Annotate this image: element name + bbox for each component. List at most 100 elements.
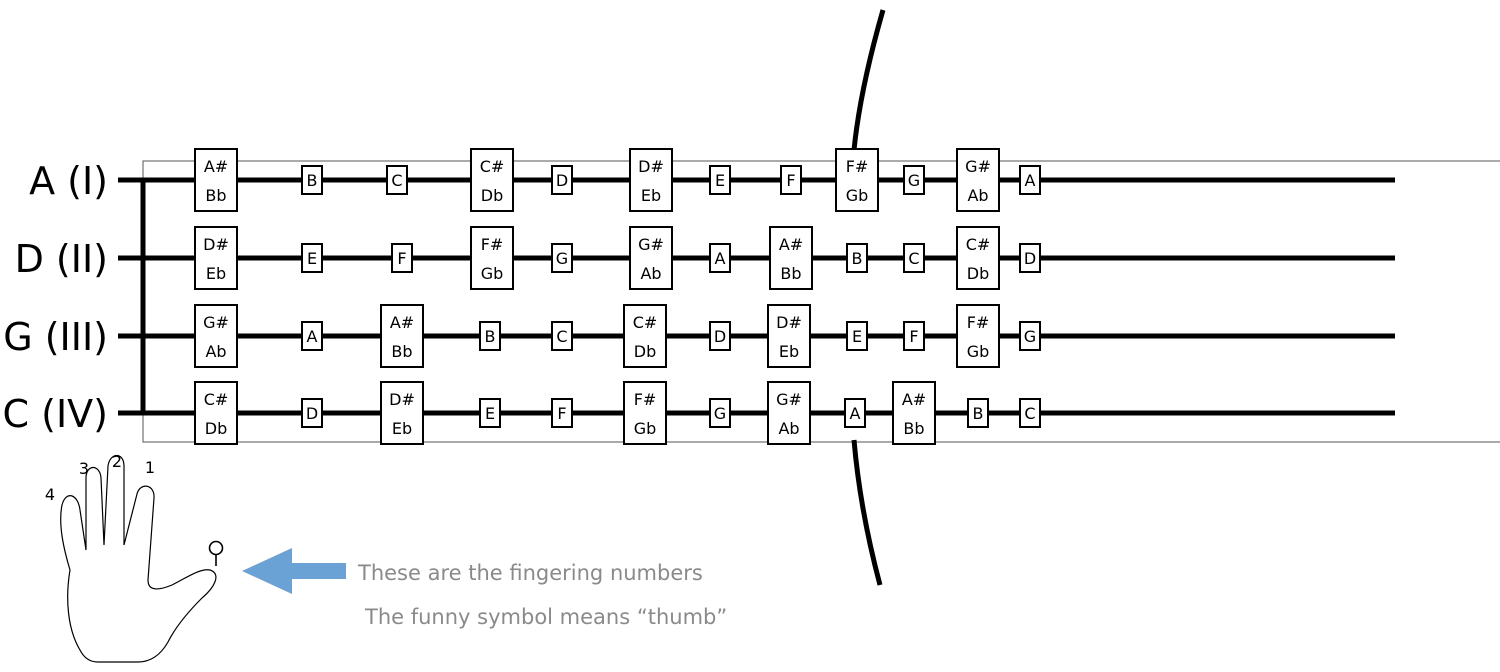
note-name: E — [307, 249, 317, 268]
note-box-f: F — [551, 398, 573, 428]
note-box-c: C — [386, 165, 408, 195]
note-box-c-db: C# Db — [623, 304, 667, 368]
note-name: E — [485, 404, 495, 423]
note-name: F# — [634, 390, 657, 409]
note-name: G# — [638, 235, 664, 254]
arrow-left-icon — [242, 548, 346, 594]
note-box-c-db: C#Db — [956, 226, 1000, 290]
note-box-d: D — [1019, 243, 1041, 273]
position-curve-upper — [851, 9, 886, 151]
note-frame — [479, 321, 501, 351]
hand-outline — [60, 454, 217, 663]
note-frame — [301, 398, 323, 428]
note-name: Eb — [392, 419, 412, 438]
note-name: Ab — [778, 419, 799, 438]
finger-number-1: 1 — [145, 458, 155, 477]
note-box-c: C — [551, 321, 573, 351]
note-name: D# — [638, 157, 664, 176]
note-name: D — [306, 404, 318, 423]
note-frame — [386, 165, 408, 195]
note-name: A# — [390, 313, 414, 332]
note-frame — [844, 398, 866, 428]
note-frame — [479, 398, 501, 428]
thumb-symbol-icon — [208, 540, 224, 556]
note-box-e: E — [846, 321, 868, 351]
finger-number-4: 4 — [45, 485, 55, 504]
note-box-g-ab: G#Ab — [767, 381, 811, 445]
note-frame — [301, 243, 323, 273]
note-frame — [380, 381, 424, 445]
note-name: Ab — [205, 342, 226, 361]
note-name: F — [909, 327, 918, 346]
note-name: Bb — [391, 342, 412, 361]
note-box-g-ab: G# Ab — [629, 226, 673, 290]
note-name: A — [850, 404, 861, 423]
note-frame — [967, 398, 989, 428]
note-name: E — [852, 327, 862, 346]
note-name: A — [715, 249, 726, 268]
note-name: Gb — [846, 186, 869, 205]
note-name: C# — [633, 313, 658, 332]
note-box-g: G — [1019, 321, 1041, 351]
note-frame — [551, 165, 573, 195]
note-box-f-gb: F# Gb — [470, 226, 514, 290]
note-name: B — [307, 171, 318, 190]
note-frame — [709, 321, 731, 351]
note-name: A# — [204, 157, 228, 176]
note-frame — [551, 243, 573, 273]
note-name: Db — [481, 186, 503, 205]
note-frame — [301, 321, 323, 351]
note-box-d-eb: D#Eb — [767, 304, 811, 368]
note-name: Ab — [967, 186, 988, 205]
note-name: Gb — [481, 264, 504, 283]
note-frame — [780, 165, 802, 195]
note-frame — [623, 304, 667, 368]
note-box-f-gb: F#Gb — [956, 304, 1000, 368]
note-name: C# — [480, 157, 505, 176]
note-name: G# — [203, 313, 229, 332]
note-frame — [846, 243, 868, 273]
note-frame — [391, 243, 413, 273]
note-frame — [551, 398, 573, 428]
string-label-g-iii: G (III) — [3, 315, 108, 359]
note-box-c-db: C# Db — [470, 148, 514, 212]
note-name: E — [715, 171, 725, 190]
note-frame — [846, 321, 868, 351]
note-name: G — [714, 404, 726, 423]
note-name: Ab — [640, 264, 661, 283]
note-name: D — [1024, 249, 1036, 268]
note-name: B — [973, 404, 984, 423]
note-frame — [380, 304, 424, 368]
note-box-d: D — [551, 165, 573, 195]
note-box-g: G — [709, 398, 731, 428]
note-name: C# — [204, 390, 229, 409]
note-name: G — [908, 171, 920, 190]
fingering-caption: These are the fingering numbers — [357, 561, 703, 585]
note-name: D# — [776, 313, 802, 332]
note-box-f-gb: F#Gb — [623, 381, 667, 445]
note-box-b: B — [479, 321, 501, 351]
note-box-a-bb: A# Bb — [380, 304, 424, 368]
note-box-c: C — [1019, 398, 1041, 428]
note-frame — [194, 304, 238, 368]
note-box-a: A — [1019, 165, 1041, 195]
note-name: A — [307, 327, 318, 346]
note-box-e: E — [479, 398, 501, 428]
note-frame — [629, 148, 673, 212]
note-name: D# — [203, 235, 229, 254]
note-box-d-eb: D#Eb — [380, 381, 424, 445]
note-box-a: A — [709, 243, 731, 273]
note-name: Db — [634, 342, 656, 361]
note-frame — [194, 226, 238, 290]
note-box-c-db: C#Db — [194, 381, 238, 445]
note-name: C# — [966, 235, 991, 254]
note-name: F# — [481, 235, 504, 254]
note-name: D — [556, 171, 568, 190]
note-box-b: B — [846, 243, 868, 273]
finger-number-2: 2 — [112, 452, 122, 471]
note-frame — [1019, 321, 1041, 351]
note-frame — [767, 381, 811, 445]
note-frame — [1019, 165, 1041, 195]
note-box-e: E — [709, 165, 731, 195]
